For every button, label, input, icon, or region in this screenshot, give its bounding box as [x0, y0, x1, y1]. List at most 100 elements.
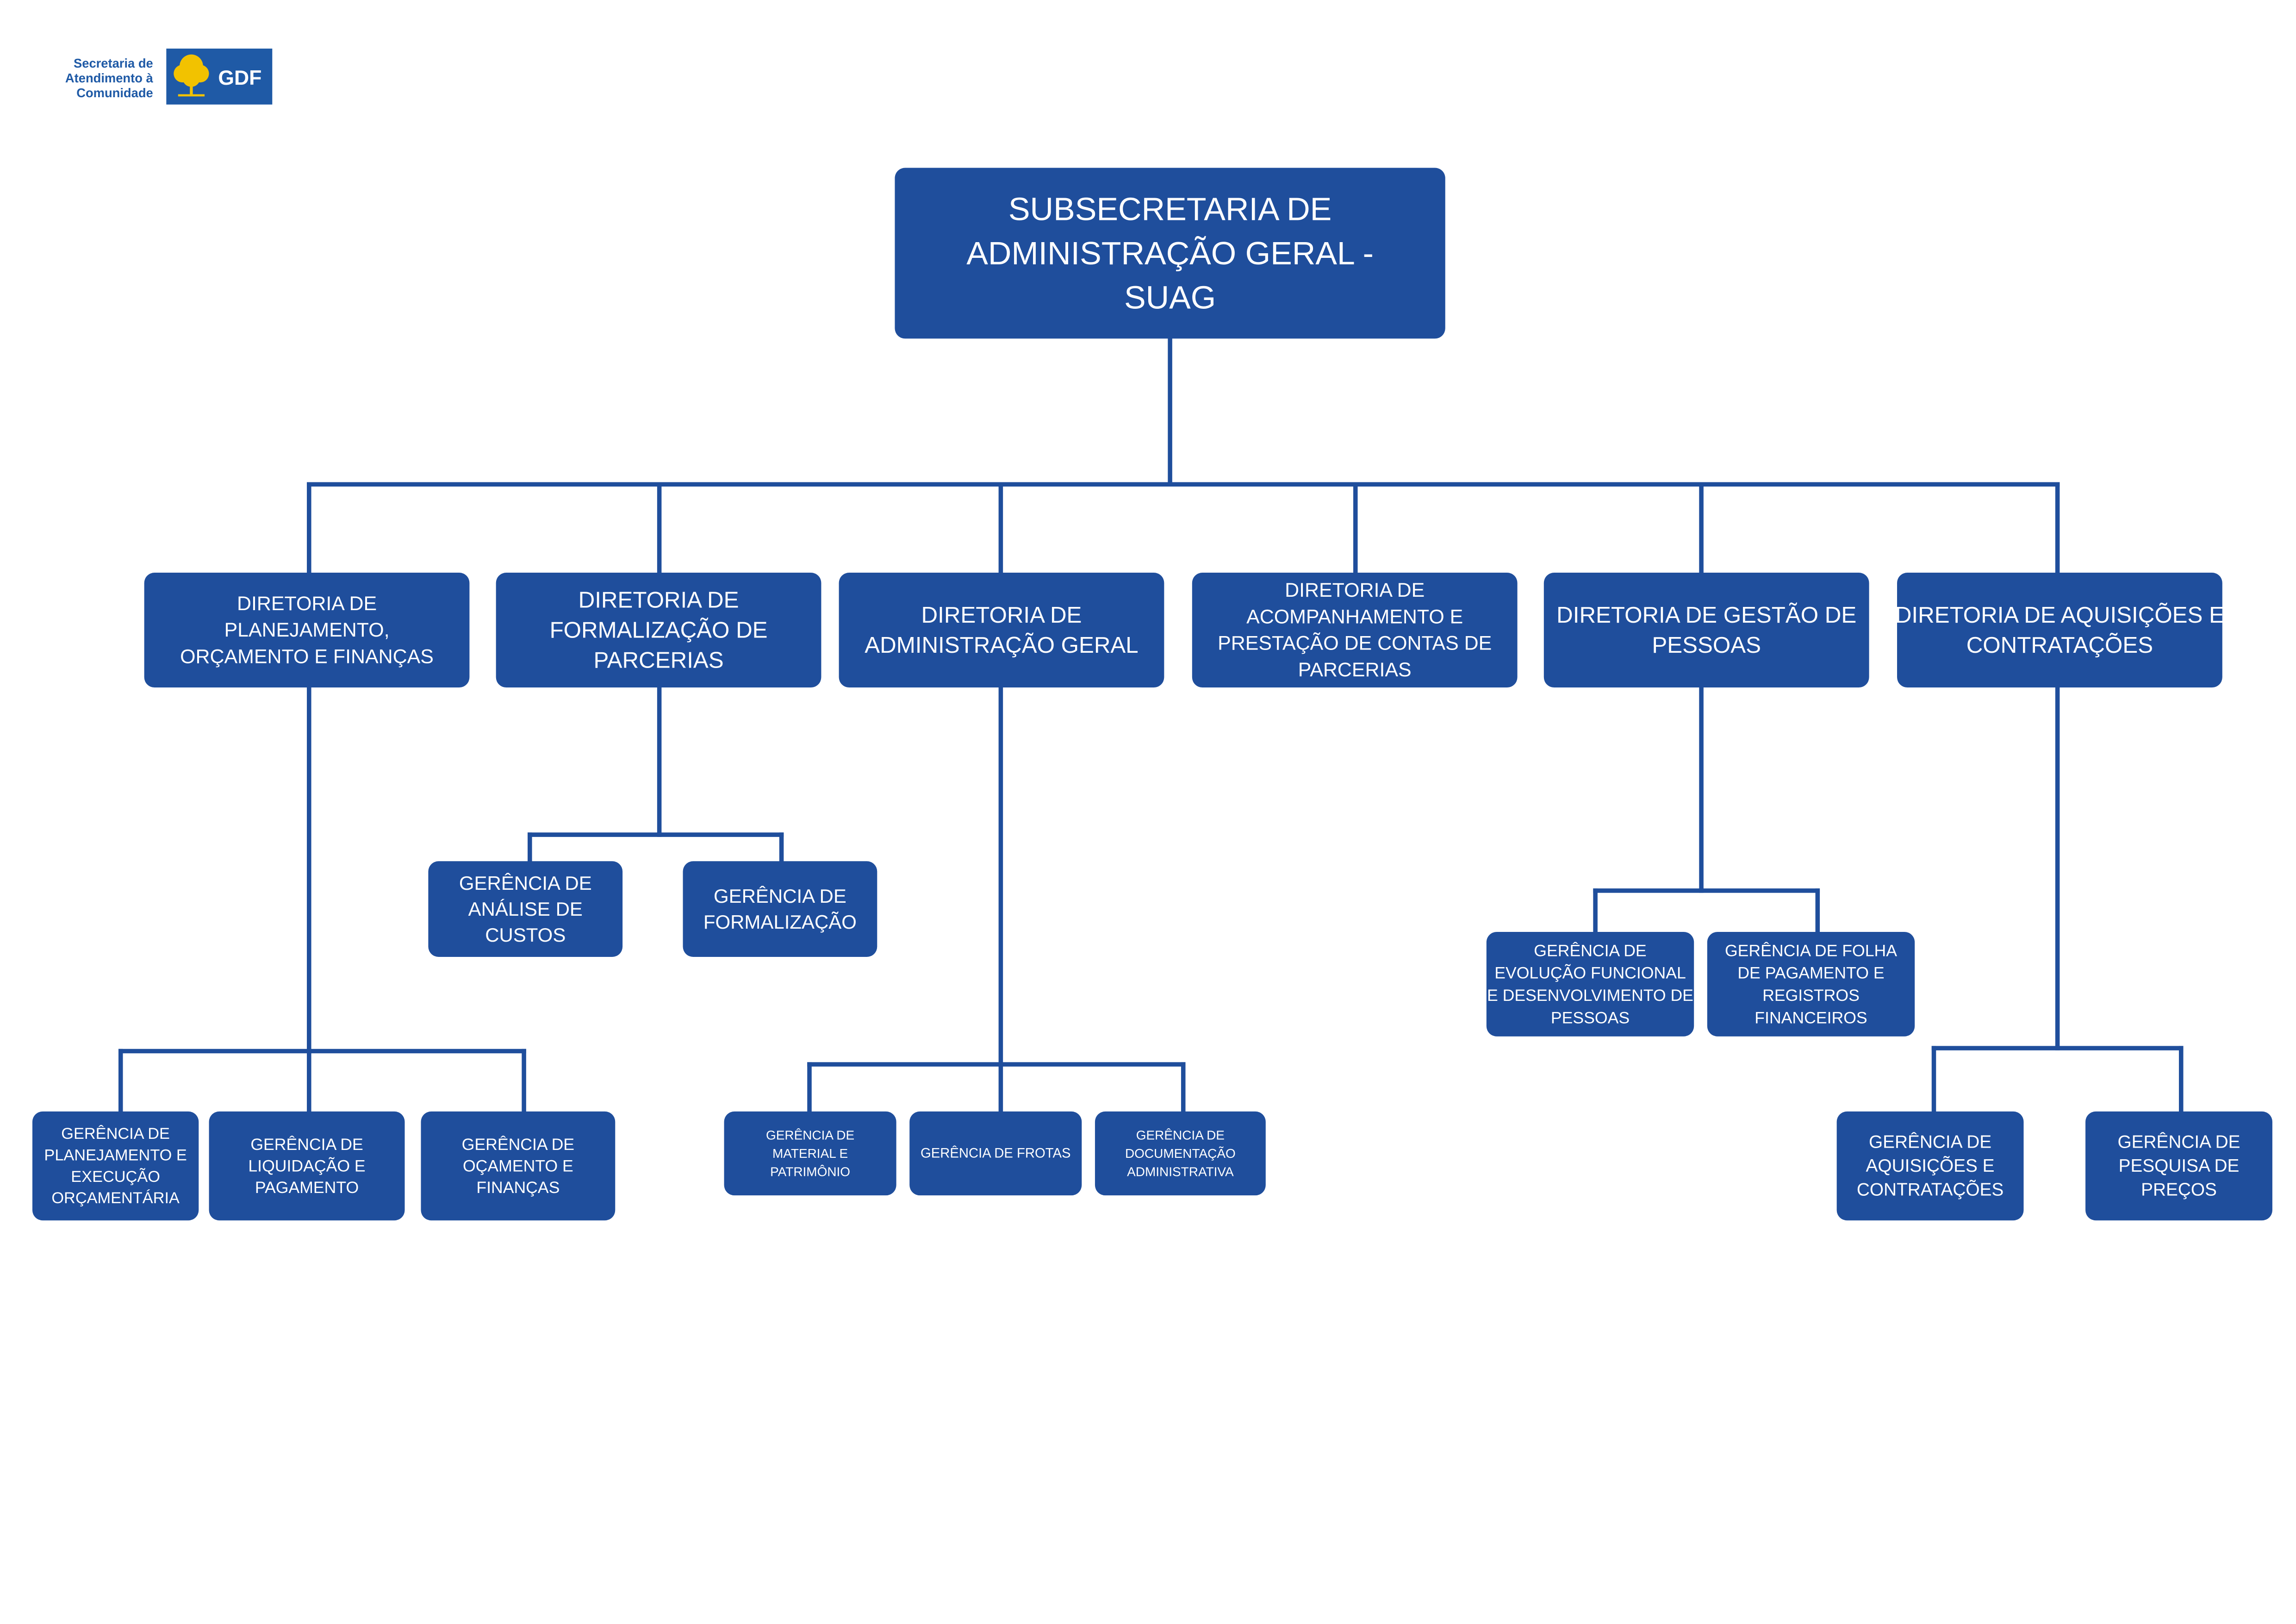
node-label-line: DE PAGAMENTO E	[1737, 964, 1884, 982]
node-label-line: ADMINISTRATIVA	[1127, 1164, 1234, 1179]
node-box	[428, 861, 623, 957]
node-box	[839, 573, 1164, 688]
node-label-line: FORMALIZAÇÃO	[703, 911, 857, 933]
logo-org-name-line: Comunidade	[76, 86, 153, 100]
node-label-line: PREÇOS	[2141, 1180, 2217, 1200]
node-label-line: LIQUIDAÇÃO E	[248, 1157, 365, 1175]
node-label-line: CUSTOS	[485, 924, 566, 946]
node-label-line: GERÊNCIA DE	[1534, 941, 1646, 960]
node-label-line: PLANEJAMENTO E	[44, 1146, 187, 1164]
node-label-line: PAGAMENTO	[255, 1178, 359, 1197]
node-ger-evolucao: GERÊNCIA DE EVOLUÇÃO FUNCIONAL E DESENVOLV…	[1486, 931, 1694, 1037]
node-label-line: PESSOAS	[1652, 632, 1761, 658]
node-label-line: ADMINISTRAÇÃO GERAL -	[966, 235, 1374, 271]
node-label-line: DIRETORIA DE	[921, 602, 1082, 628]
node-box	[1192, 573, 1518, 688]
node-ger-orcamento-financas: GERÊNCIA DE OÇAMENTO E FINANÇAS	[421, 1111, 616, 1221]
node-ger-material: GERÊNCIA DE MATERIAL E PATRIMÔNIO	[724, 1111, 896, 1196]
node-box	[724, 1111, 896, 1196]
node-dir-acompanhamento: DIRETORIA DE ACOMPANHAMENTO E PRESTAÇÃO DE…	[1192, 573, 1518, 688]
node-dir-aquisicoes: DIRETORIA DE AQUISIÇÕES E CONTRATAÇÕES	[1895, 573, 2224, 688]
node-label-line: EVOLUÇÃO FUNCIONAL	[1494, 964, 1686, 982]
node-label-line: SUBSECRETARIA DE	[1008, 191, 1332, 227]
org-nodes: SUBSECRETARIA DE ADMINISTRAÇÃO GERAL - SUA…	[32, 168, 2272, 1221]
node-box	[909, 1111, 1082, 1196]
node-label-line: DOCUMENTAÇÃO	[1125, 1146, 1236, 1161]
node-ger-documentacao: GERÊNCIA DE DOCUMENTAÇÃO ADMINISTRATIVA	[1095, 1111, 1266, 1196]
node-label-line: GERÊNCIA DE	[2117, 1132, 2240, 1152]
node-label-line: ADMINISTRAÇÃO GERAL	[865, 632, 1138, 658]
connector-lines	[118, 336, 2184, 1114]
node-box	[1543, 573, 1869, 688]
node-box	[683, 861, 877, 957]
node-label-line: DIRETORIA DE	[237, 593, 377, 615]
logo-org-name-line: Atendimento à	[65, 71, 154, 85]
node-ger-pesquisa-precos: GERÊNCIA DE PESQUISA DE PREÇOS	[2085, 1111, 2272, 1221]
node-label-line: GERÊNCIA DE	[61, 1124, 170, 1143]
node-label-line: DIRETORIA DE AQUISIÇÕES E	[1895, 602, 2224, 628]
node-box	[421, 1111, 616, 1221]
node-box	[1095, 1111, 1266, 1196]
node-box	[2085, 1111, 2272, 1221]
node-label-line: FORMALIZAÇÃO DE	[550, 618, 768, 643]
node-label-line: GERÊNCIA DE FOLHA	[1725, 941, 1897, 960]
node-dir-gestao-pessoas: DIRETORIA DE GESTÃO DE PESSOAS	[1543, 573, 1869, 688]
node-label-line: FINANCEIROS	[1755, 1008, 1867, 1027]
node-box	[1486, 931, 1694, 1037]
node-label-line: E DESENVOLVIMENTO DE	[1487, 986, 1693, 1005]
logo-org-name-line: Secretaria de	[74, 56, 153, 70]
node-label-line: GERÊNCIA DE FROTAS	[921, 1146, 1071, 1161]
node-ger-folha: GERÊNCIA DE FOLHA DE PAGAMENTO E REGISTROS…	[1707, 931, 1915, 1037]
node-label-line: DIRETORIA DE	[1285, 579, 1425, 601]
node-label-line: PRESTAÇÃO DE CONTAS DE	[1218, 632, 1492, 655]
node-label-line: GERÊNCIA DE	[1869, 1132, 1991, 1152]
node-dir-administracao: DIRETORIA DE ADMINISTRAÇÃO GERAL	[839, 573, 1164, 688]
node-label-line: PESQUISA DE	[2119, 1156, 2240, 1176]
node-label-line: GERÊNCIA DE	[250, 1135, 363, 1154]
node-box	[209, 1111, 405, 1221]
node-dir-planejamento: DIRETORIA DE PLANEJAMENTO, ORÇAMENTO E FIN…	[144, 573, 470, 688]
node-box	[496, 573, 821, 688]
node-label-line: PARCERIAS	[1298, 659, 1412, 681]
node-label-line: ACOMPANHAMENTO E	[1246, 606, 1463, 628]
node-label-line: PESSOAS	[1551, 1008, 1630, 1027]
node-label-line: DIRETORIA DE GESTÃO DE	[1556, 602, 1856, 628]
node-ger-formalizacao: GERÊNCIA DE FORMALIZAÇÃO	[683, 861, 877, 957]
node-box	[1836, 1111, 2024, 1221]
node-label-line: GERÊNCIA DE	[462, 1135, 574, 1154]
node-label-line: GERÊNCIA DE	[1136, 1128, 1225, 1143]
node-label-line: FINANÇAS	[476, 1178, 560, 1197]
node-label-line: MATERIAL E	[772, 1146, 848, 1161]
node-label-line: PARCERIAS	[593, 648, 723, 673]
node-label-line: ORÇAMENTO E FINANÇAS	[180, 645, 434, 668]
node-label-line: PATRIMÔNIO	[770, 1164, 850, 1179]
node-box	[1707, 931, 1915, 1037]
node-ger-liquidacao: GERÊNCIA DE LIQUIDAÇÃO E PAGAMENTO	[209, 1111, 405, 1221]
node-label-line: EXECUÇÃO	[71, 1168, 160, 1186]
node-label-line: REGISTROS	[1762, 986, 1860, 1005]
node-label-line: CONTRATAÇÕES	[1857, 1180, 2004, 1200]
logo-badge-text: GDF	[218, 67, 261, 89]
node-ger-aquisicoes: GERÊNCIA DE AQUISIÇÕES E CONTRATAÇÕES	[1836, 1111, 2024, 1221]
node-label-line: PLANEJAMENTO,	[224, 619, 390, 641]
node-label-line: ANÁLISE DE	[468, 898, 583, 920]
node-ger-analise-custos: GERÊNCIA DE ANÁLISE DE CUSTOS	[428, 861, 623, 957]
node-box	[144, 573, 470, 688]
node-box	[32, 1111, 199, 1221]
node-box	[895, 168, 1445, 339]
node-label-line: CONTRATAÇÕES	[1966, 632, 2153, 658]
node-label-line: ORÇAMENTÁRIA	[51, 1189, 180, 1207]
node-label-line: SUAG	[1124, 279, 1216, 315]
node-label-line: GERÊNCIA DE	[459, 872, 592, 894]
node-label-line: OÇAMENTO E	[463, 1157, 573, 1175]
node-label-line: GERÊNCIA DE	[766, 1128, 854, 1143]
node-ger-frotas: GERÊNCIA DE FROTAS	[909, 1111, 1082, 1196]
node-label-line: GERÊNCIA DE	[714, 885, 846, 907]
ipe-tree-icon	[174, 54, 209, 97]
node-label-line: AQUISIÇÕES E	[1866, 1156, 1995, 1176]
node-ger-planejamento-execucao: GERÊNCIA DE PLANEJAMENTO E EXECUÇÃO ORÇAMEN…	[32, 1111, 199, 1221]
node-suag: SUBSECRETARIA DE ADMINISTRAÇÃO GERAL - SUA…	[895, 168, 1445, 339]
node-box	[1897, 573, 2222, 688]
